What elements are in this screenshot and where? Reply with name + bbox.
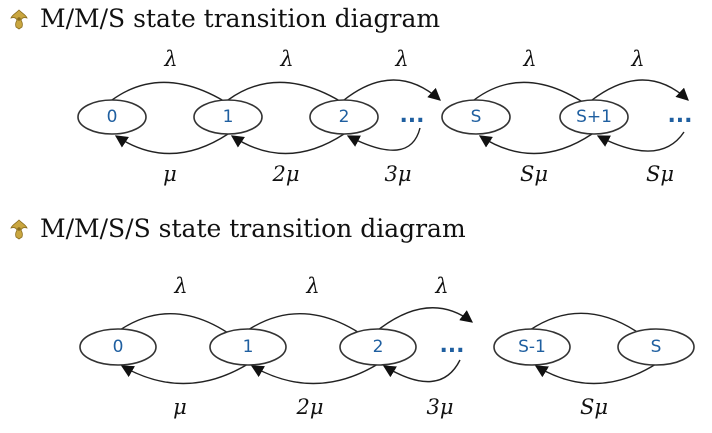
ellipsis: ...	[399, 103, 424, 128]
service-arc	[114, 133, 229, 155]
service-rate-label: 3μ	[384, 162, 411, 186]
state-node: S	[617, 328, 695, 366]
arrival-arc	[343, 79, 441, 101]
service-arc	[250, 363, 379, 385]
arrival-rate-label: λ	[173, 274, 187, 298]
arrival-rate-label: λ	[394, 47, 408, 71]
state-node: S	[441, 99, 511, 135]
arrival-arc	[377, 307, 474, 331]
state-label: S	[651, 337, 662, 357]
service-rate-label: 2μ	[295, 395, 323, 419]
service-rate-label: Sμ	[646, 162, 674, 186]
service-arc	[346, 127, 421, 151]
service-arc	[534, 363, 657, 385]
state-node: 0	[77, 99, 147, 135]
heading-mmss: M/M/S/S state transition diagram	[8, 214, 466, 243]
state-label: 2	[373, 337, 384, 357]
diagram-mms: 0 1 2 S S+1 ... ... λ λ λ λ λ μ 2μ 3μ Sμ	[77, 47, 693, 186]
state-label: 0	[107, 107, 118, 127]
state-node: 0	[79, 328, 157, 366]
ornamental-bullet-icon	[10, 218, 28, 239]
state-label: 2	[339, 107, 350, 127]
ornamental-bullet-icon	[10, 8, 28, 29]
state-node: 2	[309, 99, 379, 135]
state-node: 2	[339, 328, 417, 366]
service-rate-label: 2μ	[271, 162, 299, 186]
state-label: 1	[223, 107, 234, 127]
ellipsis: ...	[439, 333, 464, 358]
heading-mms: M/M/S state transition diagram	[8, 4, 440, 33]
state-label: 0	[113, 337, 124, 357]
service-arc	[596, 131, 685, 152]
arrival-rate-label: λ	[434, 274, 448, 298]
service-arc	[478, 133, 593, 155]
state-node: 1	[209, 328, 287, 366]
state-label: S-1	[518, 337, 546, 357]
state-node: S-1	[493, 328, 571, 366]
service-rate-label: 3μ	[426, 395, 453, 419]
arrival-rate-label: λ	[163, 47, 177, 71]
service-arc	[120, 363, 249, 385]
state-label: S+1	[576, 107, 612, 127]
service-rate-label: Sμ	[520, 162, 548, 186]
arrival-rate-label: λ	[522, 47, 536, 71]
service-arc	[382, 359, 461, 383]
arrival-rate-label: λ	[279, 47, 293, 71]
arrival-rate-label: λ	[305, 274, 319, 298]
state-node: 1	[193, 99, 263, 135]
heading-mmss-text: M/M/S/S state transition diagram	[40, 214, 466, 243]
heading-mms-text: M/M/S state transition diagram	[40, 4, 441, 33]
service-rate-label: Sμ	[580, 395, 608, 419]
ellipsis: ...	[667, 103, 692, 128]
state-label: 1	[243, 337, 254, 357]
state-node: S+1	[559, 99, 629, 135]
arrival-rate-label: λ	[630, 47, 644, 71]
service-rate-label: μ	[163, 162, 177, 186]
diagram-mmss: 0 1 2 S-1 S ... λ λ λ μ 2μ 3μ Sμ	[79, 274, 695, 419]
arrival-arc	[591, 79, 689, 101]
state-label: S	[471, 107, 482, 127]
service-arc	[230, 133, 345, 155]
service-rate-label: μ	[173, 395, 187, 419]
